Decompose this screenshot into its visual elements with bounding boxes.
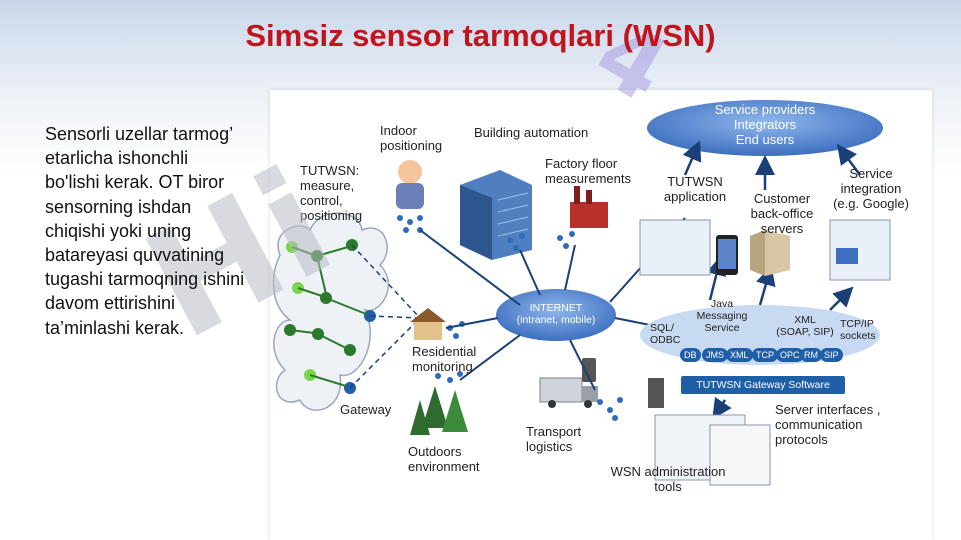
gateway-software-bar: TUTWSN Gateway Software <box>681 376 845 394</box>
label-java-messaging: Java Messaging Service <box>696 298 748 334</box>
wsn-diagram: Indoor positioning Building automation F… <box>270 90 932 540</box>
tree-icon <box>410 386 468 435</box>
label-internet: INTERNET (intranet, mobile) <box>516 302 596 326</box>
chip-sip: SIP <box>820 348 843 362</box>
label-sql-odbc: SQL/ ODBC <box>650 322 681 346</box>
house-icon <box>410 308 446 340</box>
chip-jms: JMS <box>702 348 728 362</box>
label-building-automation: Building automation <box>474 125 589 140</box>
label-customer-servers: Customer back-office servers <box>750 191 814 236</box>
label-service-providers: Service providers Integrators End users <box>714 102 816 147</box>
building-icon <box>460 170 532 260</box>
app-screens <box>639 219 891 486</box>
sensor-links <box>289 246 367 387</box>
chip-db: DB <box>680 348 701 362</box>
label-outdoors: Outdoors environment <box>408 444 480 474</box>
chip-tcp: TCP <box>752 348 778 362</box>
label-wsn-admin: WSN administration tools <box>610 464 726 494</box>
chip-opc: OPC <box>776 348 804 362</box>
label-factory-floor: Factory floor measurements <box>545 156 631 186</box>
chip-rm: RM <box>800 348 822 362</box>
service-arrows <box>682 140 862 420</box>
label-indoor-positioning: Indoor positioning <box>380 123 443 153</box>
factory-icon <box>570 186 608 228</box>
label-server-interfaces: Server interfaces , communication protoc… <box>775 402 881 447</box>
label-gateway: Gateway <box>340 402 392 417</box>
label-xml-soap: XML (SOAP, SIP) <box>776 314 834 338</box>
label-tutwsn-application: TUTWSN application <box>663 174 727 204</box>
label-tutwsn-measure: TUTWSN: measure, control, positioning <box>300 163 363 223</box>
page-title: Simsiz sensor tarmoqlari (WSN) <box>245 18 716 53</box>
body-paragraph: Sensorli uzellar tarmog’ etarlicha ishon… <box>45 124 245 338</box>
diagram-graphics <box>272 100 891 486</box>
service-providers-cloud <box>647 100 883 156</box>
sensor-cloud <box>272 212 390 411</box>
chip-xml: XML <box>726 348 753 362</box>
label-tcpip-sockets: TCP/IP sockets <box>840 318 876 342</box>
person-icon <box>396 160 424 209</box>
gateway-dashed-links <box>349 244 421 389</box>
label-service-integration: Service integration (e.g. Google) <box>833 166 909 211</box>
truck-icon <box>539 358 598 408</box>
label-transport: Transport logistics <box>526 424 582 454</box>
label-residential: Residential monitoring <box>412 344 477 374</box>
internet-cloud <box>496 289 616 341</box>
